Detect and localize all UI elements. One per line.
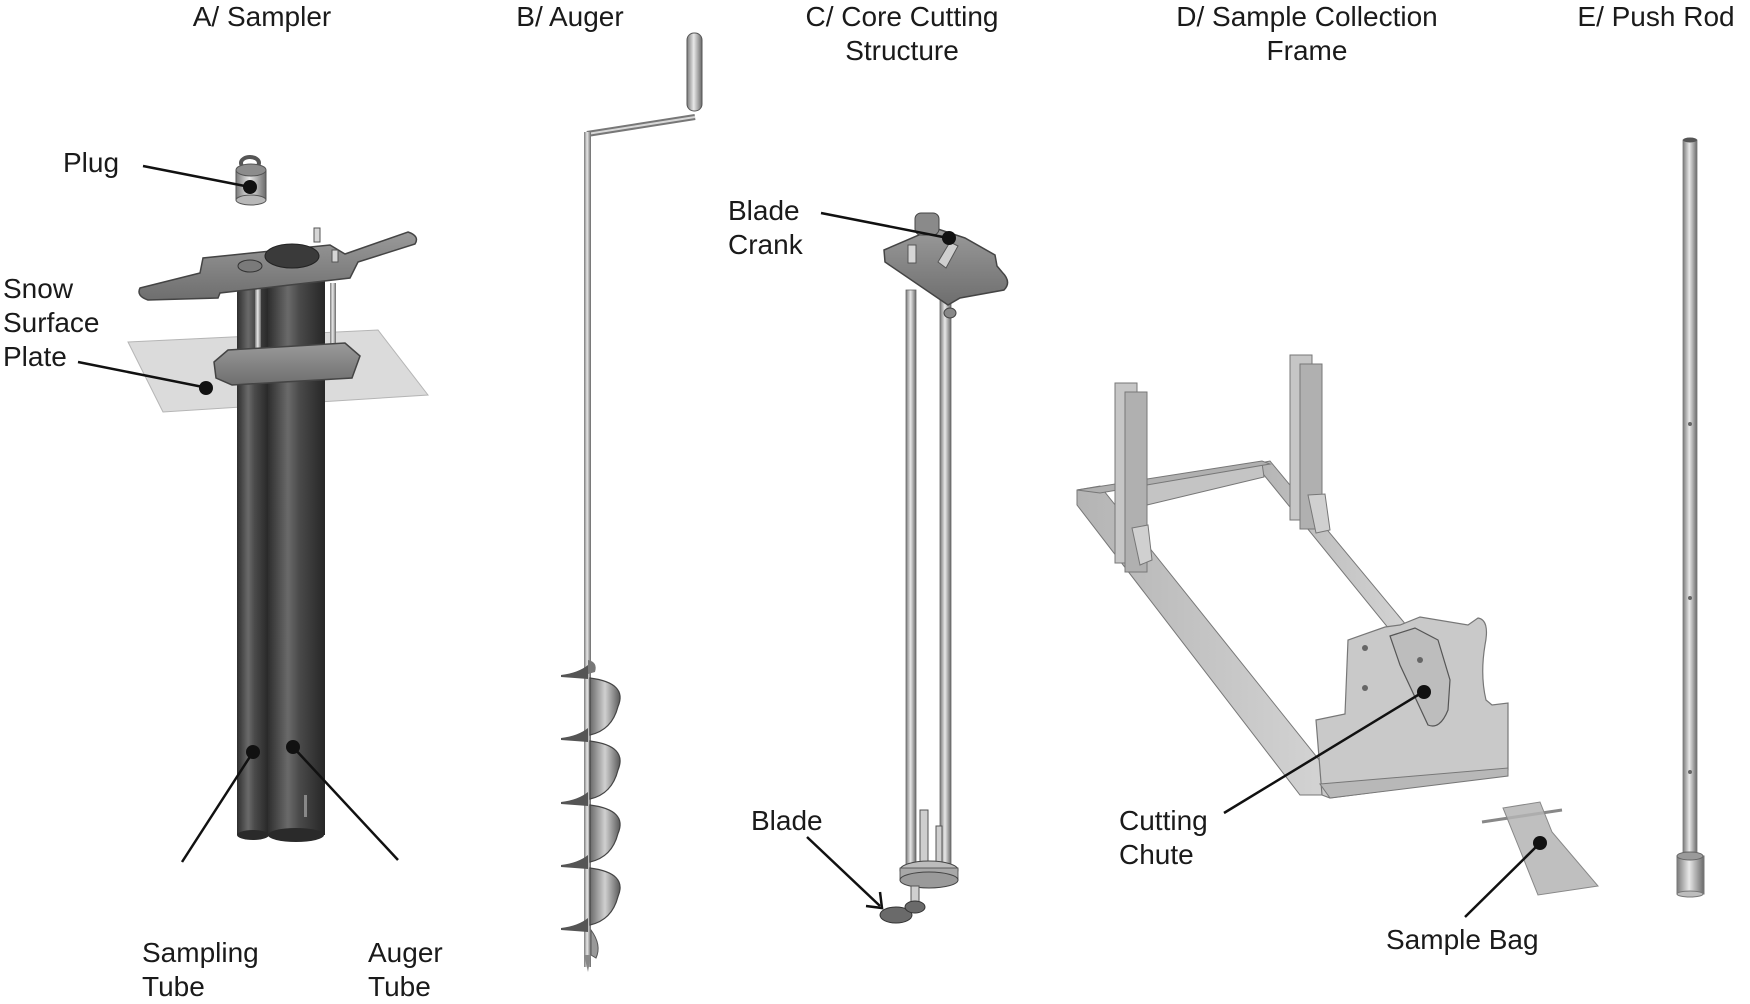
push-rod (1682, 139, 1698, 853)
leader-cutting-chute (1223, 690, 1424, 815)
core-cutting-rod-left (905, 289, 917, 871)
leader-dot-blade-crank (942, 231, 956, 245)
auger-flight (589, 867, 621, 926)
sample-collection-frame (1076, 354, 1509, 799)
auger-handle-grip (686, 32, 703, 112)
blade-part (879, 900, 926, 924)
sampler-handle-plate (138, 227, 418, 301)
leader-lines (77, 164, 1547, 918)
panel-title-sampler: A/ Sampler (192, 1, 332, 32)
sample-bag-part (1481, 801, 1599, 896)
core-cutting-assembly (879, 212, 1009, 924)
label-snow-surface-plate: Snow Surface Plate (3, 273, 100, 372)
auger-shaft (584, 132, 591, 967)
frame-right-posts (1289, 354, 1331, 534)
auger-flights (561, 660, 621, 959)
leader-blade-crank (820, 211, 949, 240)
leader-dot-snow-surface-plate (199, 381, 213, 395)
leader-dot-plug (243, 180, 257, 194)
label-plug: Plug (63, 147, 120, 178)
frame-left-posts (1114, 382, 1153, 573)
auger-flight-start (588, 660, 596, 674)
frame-cross-bar (1144, 462, 1265, 506)
plug-part (235, 155, 267, 206)
panel-title-sample-collection-frame: D/ Sample Collection Frame (1176, 1, 1438, 66)
auger-assembly (561, 32, 703, 972)
push-rod-base (1676, 851, 1705, 898)
frame-end-plate (1315, 616, 1509, 799)
auger-flight (589, 740, 621, 800)
auger-flight-tip (561, 728, 588, 742)
leader-sampling-tube (180, 751, 255, 863)
label-sampling-tube: Sampling Tube (142, 937, 259, 1002)
auger-cutter (590, 928, 599, 959)
panel-title-push-rod: E/ Push Rod (1577, 1, 1735, 32)
label-sample-bag: Sample Bag (1386, 924, 1539, 955)
panel-title-auger: B/ Auger (516, 1, 624, 32)
label-auger-tube: Auger Tube (368, 937, 443, 1002)
leader-plug (142, 164, 251, 189)
label-blade-crank: Blade Crank (728, 195, 803, 260)
leader-snow-surface-plate (77, 360, 204, 389)
sampler-assembly (127, 155, 429, 842)
leader-sample-bag (1464, 844, 1539, 918)
leader-auger-tube (292, 746, 399, 861)
auger-flight-tip (561, 665, 588, 679)
cutting-chute-part (1389, 627, 1451, 727)
panel-title-core-cutting-structure: C/ Core Cutting Structure (805, 1, 999, 66)
auger-flight-tip (561, 855, 588, 869)
core-cutting-bottom-ring (899, 809, 959, 909)
label-cutting-chute: Cutting Chute (1119, 805, 1208, 870)
label-blade: Blade (751, 805, 823, 836)
push-rod-assembly (1676, 137, 1705, 898)
auger-flight-tip (561, 918, 588, 932)
auger-flight (589, 677, 621, 736)
leader-arrowhead-blade (865, 891, 884, 910)
auger-flight (589, 804, 621, 863)
leader-dot-sample-bag (1533, 836, 1547, 850)
core-cutting-rod-right (939, 299, 952, 871)
leader-dot-auger-tube (286, 740, 300, 754)
frame-right-rail (1254, 460, 1413, 641)
leader-dot-sampling-tube (246, 745, 260, 759)
leader-blade (806, 836, 881, 907)
auger-flight-tip (561, 792, 588, 806)
sampler-collar (213, 342, 361, 386)
leader-dot-cutting-chute (1417, 685, 1431, 699)
